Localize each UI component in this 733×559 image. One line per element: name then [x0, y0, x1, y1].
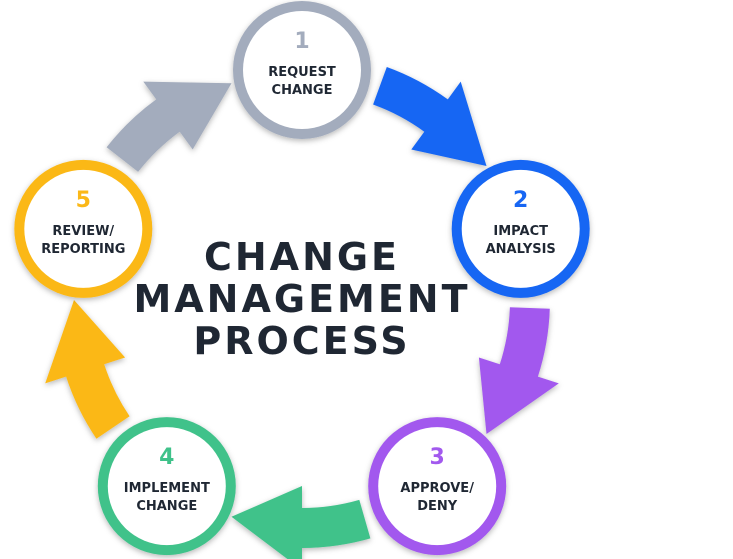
cycle-arrows [45, 67, 559, 559]
step-impact-analysis: 2 IMPACT ANALYSIS [451, 159, 590, 298]
diagram-title: CHANGE MANAGEMENT PROCESS [133, 235, 470, 363]
step-number: 3 [430, 445, 445, 470]
step-number: 5 [76, 188, 91, 213]
title-line-1: CHANGE [204, 235, 400, 279]
step-number: 1 [294, 29, 309, 54]
step-disc [378, 427, 497, 546]
step-label-line-1: APPROVE/ [400, 481, 474, 496]
step-disc [243, 11, 361, 129]
arrow-review-to-request [106, 81, 232, 172]
step-disc [107, 427, 226, 546]
step-disc [461, 169, 580, 288]
arrow-implement-to-review [45, 300, 130, 439]
step-label-line-2: CHANGE [136, 499, 197, 514]
step-approve-deny: 3 APPROVE/ DENY [368, 417, 507, 556]
step-number: 4 [159, 445, 174, 470]
step-number: 2 [513, 188, 528, 213]
step-request-change: 1 REQUEST CHANGE [233, 1, 371, 139]
arrow-request-to-impact [373, 67, 487, 166]
step-label-line-2: DENY [417, 499, 458, 514]
step-label-line-2: ANALYSIS [486, 242, 556, 257]
step-label-line-1: REQUEST [268, 65, 336, 80]
arrow-approve-to-implement [231, 486, 371, 559]
step-label-line-1: IMPACT [493, 224, 548, 239]
step-label-line-1: IMPLEMENT [124, 481, 210, 496]
step-implement-change: 4 IMPLEMENT CHANGE [97, 417, 236, 556]
title-line-2: MANAGEMENT [133, 277, 470, 321]
step-review-reporting: 5 REVIEW/ REPORTING [14, 159, 153, 298]
title-line-3: PROCESS [193, 319, 410, 363]
step-label-line-2: CHANGE [272, 83, 333, 98]
arrow-impact-to-approve [478, 307, 559, 434]
step-label-line-1: REVIEW/ [52, 224, 114, 239]
step-label-line-2: REPORTING [41, 242, 125, 257]
step-disc [24, 169, 143, 288]
